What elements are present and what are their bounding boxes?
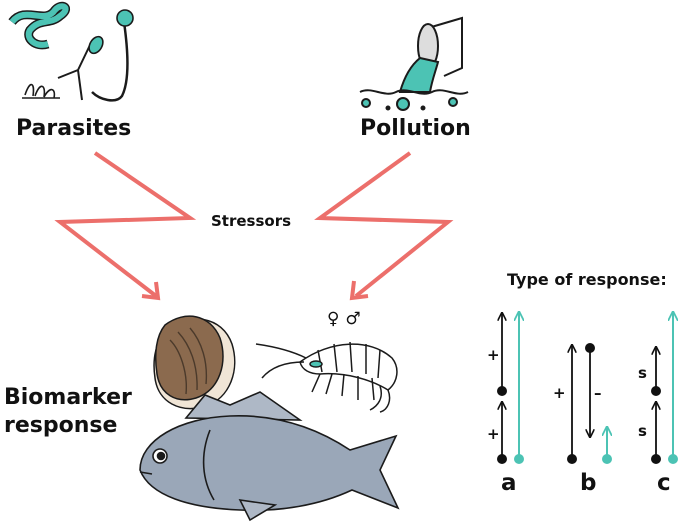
panel-a-sign-lower: + xyxy=(487,425,500,443)
response-panel-a xyxy=(497,312,524,464)
panel-a-sign-upper: + xyxy=(487,346,500,364)
response-panel-c xyxy=(651,312,678,464)
fish-icon xyxy=(139,391,400,522)
parasites-label: Parasites xyxy=(16,116,132,141)
oyster-icon xyxy=(153,315,236,410)
response-type-title: Type of response: xyxy=(507,270,667,289)
sex-symbols: ♀ ♂ xyxy=(327,309,361,329)
pollution-label: Pollution xyxy=(360,116,471,141)
panel-b-sign-minus: – xyxy=(594,384,602,402)
pollution-stressor-arrow xyxy=(314,151,454,298)
panel-c-sign-upper: s xyxy=(638,364,647,382)
response-panel-b xyxy=(567,343,612,464)
amphipod-icon xyxy=(255,341,398,413)
pollution-pipe-icon xyxy=(359,16,469,111)
parasite-stressor-arrow xyxy=(54,151,197,298)
panel-b-sign-plus: + xyxy=(553,384,566,402)
parasite-worms-icon xyxy=(8,1,134,102)
stressors-label: Stressors xyxy=(211,212,292,230)
panel-a-letter: a xyxy=(501,470,517,496)
pollution-arrowhead xyxy=(349,280,369,301)
stressor-arrows xyxy=(54,151,454,301)
panel-c-sign-lower: s xyxy=(638,422,647,440)
biomarker-label-line1: Biomarker xyxy=(4,385,132,410)
panel-c-letter: c xyxy=(657,470,671,496)
parasite-arrowhead xyxy=(141,281,161,301)
panel-b-letter: b xyxy=(580,470,597,496)
biomarker-label-line2: response xyxy=(4,413,118,438)
